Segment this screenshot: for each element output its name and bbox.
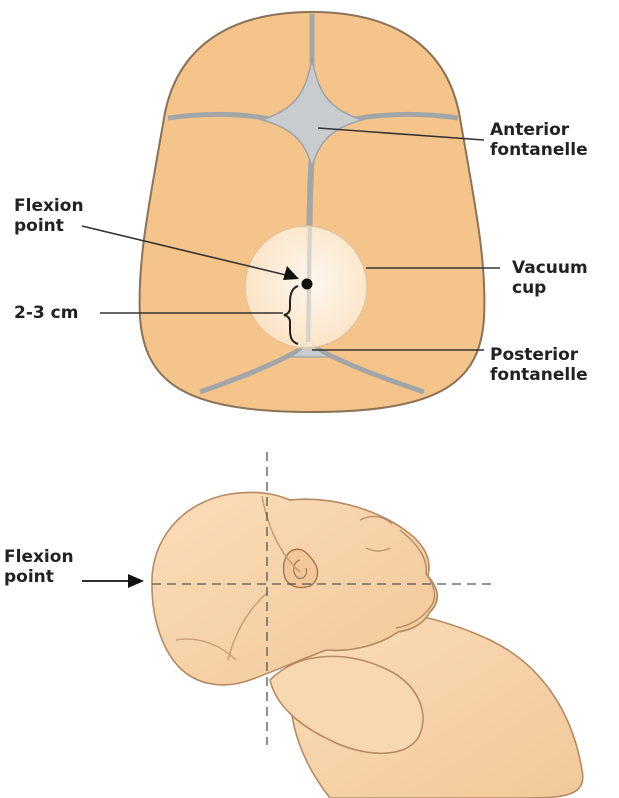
top-skull: [140, 12, 485, 412]
posterior-fontanelle-label-line1: Posterior: [490, 345, 588, 365]
distance-label: 2-3 cm: [14, 303, 78, 323]
flexion-point-top-label-line2: point: [14, 216, 84, 236]
flexion-point-side-label: Flexion point: [4, 547, 74, 587]
anterior-fontanelle-label: Anterior fontanelle: [490, 120, 588, 160]
vacuum-cup-label-line2: cup: [512, 278, 588, 298]
anterior-fontanelle-label-line2: fontanelle: [490, 140, 588, 160]
side-view: [152, 492, 583, 798]
vacuum-cup-label-line1: Vacuum: [512, 258, 588, 278]
posterior-fontanelle-label: Posterior fontanelle: [490, 345, 588, 385]
flexion-point-top-label-line1: Flexion: [14, 196, 84, 216]
side-pointer-arrow-icon: [128, 574, 144, 588]
posterior-fontanelle-label-line2: fontanelle: [490, 365, 588, 385]
vacuum-cup-label: Vacuum cup: [512, 258, 588, 298]
flexion-point-side-label-line2: point: [4, 567, 74, 587]
flexion-point-side-label-line1: Flexion: [4, 547, 74, 567]
flexion-point-dot: [302, 279, 313, 290]
flexion-point-top-label: Flexion point: [14, 196, 84, 236]
anterior-fontanelle-label-line1: Anterior: [490, 120, 588, 140]
